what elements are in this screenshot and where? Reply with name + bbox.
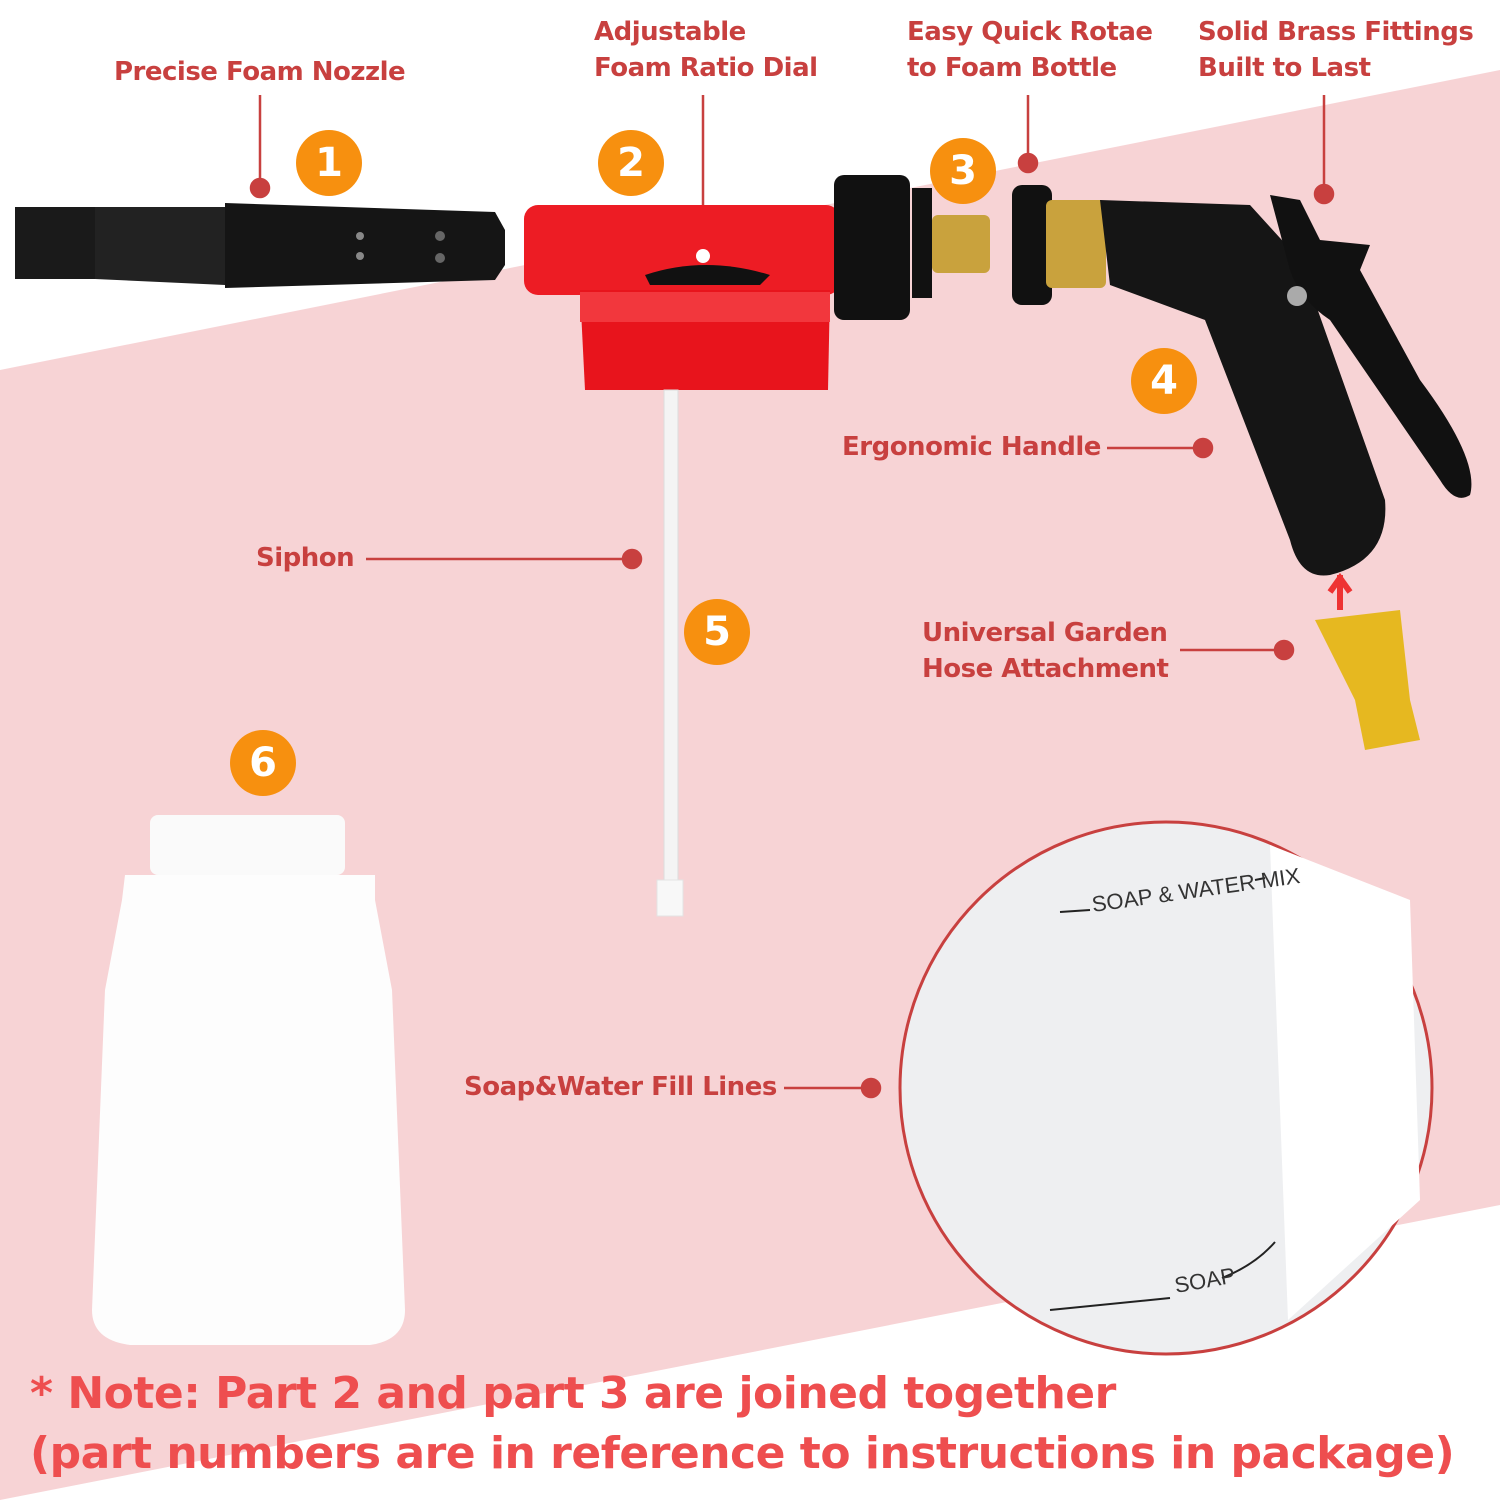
label-built-to-last: Built to Last: [1198, 53, 1371, 83]
label-siphon: Siphon: [256, 543, 355, 573]
label-precise-foam-nozzle: Precise Foam Nozzle: [114, 57, 406, 87]
label-solid-brass-fittings: Solid Brass Fittings: [1198, 17, 1474, 47]
note-line-1: * Note: Part 2 and part 3 are joined tog…: [30, 1368, 1116, 1419]
label-to-foam-bottle: to Foam Bottle: [907, 53, 1117, 83]
label-ergonomic-handle: Ergonomic Handle: [842, 432, 1101, 462]
label-universal-garden: Universal Garden: [922, 618, 1168, 648]
note-line-2: (part numbers are in reference to instru…: [30, 1428, 1455, 1479]
part-number-badge-2: 2: [598, 130, 664, 196]
label-soap-water-fill-lines: Soap&Water Fill Lines: [464, 1072, 777, 1102]
foam-nozzle-image: [15, 203, 505, 288]
fill-lines-detail-circle: SOAP & WATER MIX SOAP: [898, 820, 1434, 1356]
part-number-badge-6: 6: [230, 730, 296, 796]
part-number-badge-5: 5: [684, 599, 750, 665]
label-hose-attachment: Hose Attachment: [922, 654, 1169, 684]
foam-body-image: [524, 175, 990, 917]
spray-gun-handle-image: [1012, 185, 1472, 750]
label-foam-ratio-dial: Foam Ratio Dial: [594, 53, 818, 83]
label-easy-quick-rotate: Easy Quick Rotae: [907, 17, 1153, 47]
part-number-badge-4: 4: [1131, 348, 1197, 414]
part-number-badge-3: 3: [930, 138, 996, 204]
leader-lines: [249, 95, 1335, 1099]
foam-bottle-image: [92, 815, 405, 1345]
label-adjustable-line1: Adjustable: [594, 17, 746, 47]
part-number-badge-1: 1: [296, 130, 362, 196]
